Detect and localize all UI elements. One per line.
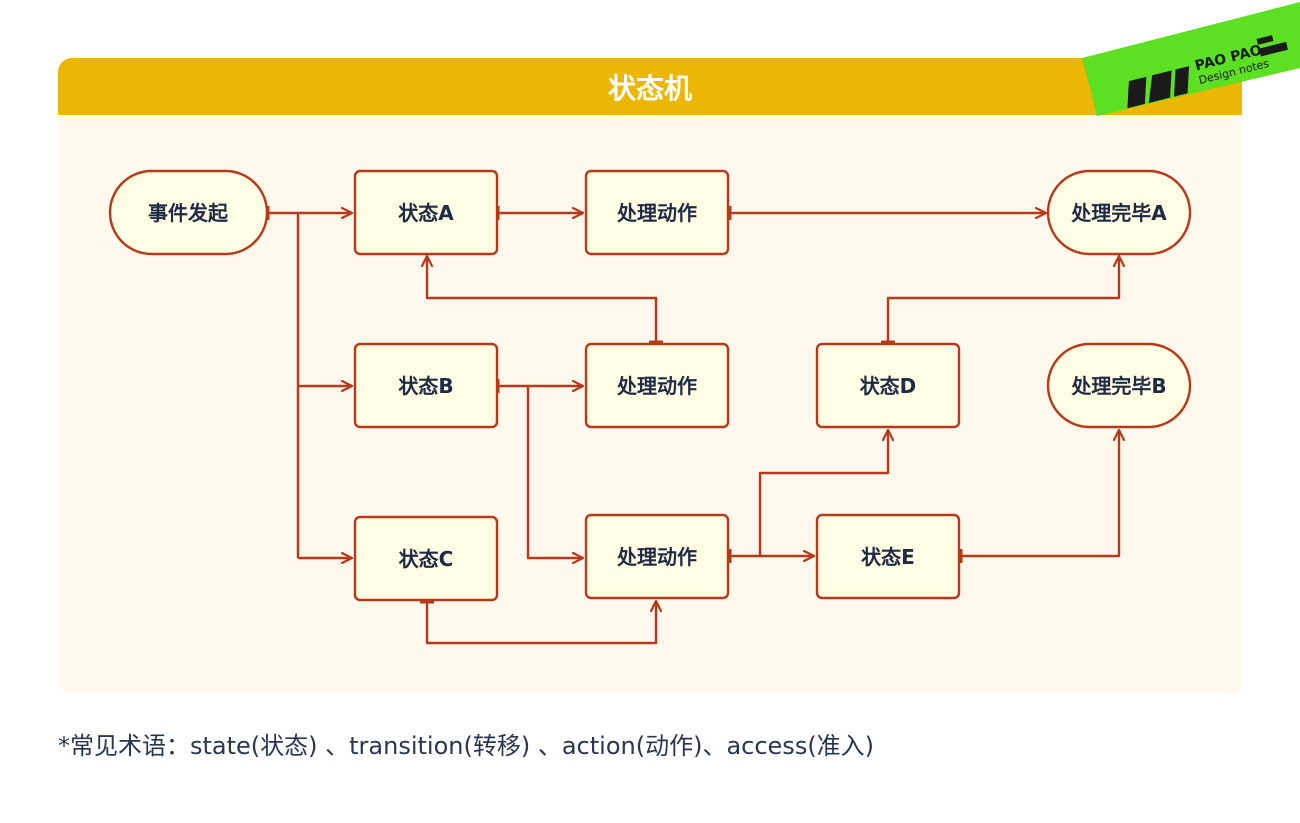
edge-stateB-to-action3 (526, 386, 583, 558)
edge-action3-to-stateD (758, 430, 888, 556)
node-stateD (815, 342, 961, 429)
label-stateE: 状态E (861, 545, 915, 569)
node-start (108, 169, 269, 256)
node-action1 (584, 169, 730, 256)
node-action3 (584, 513, 730, 600)
edge-action2-to-stateA (427, 256, 658, 342)
edge-stateD-to-endA (886, 256, 1119, 342)
node-endB (1046, 342, 1192, 429)
label-endB: 处理完毕B (1070, 374, 1166, 398)
label-stateB: 状态B (398, 374, 453, 398)
node-stateB (353, 342, 499, 429)
label-action2: 处理动作 (616, 374, 697, 398)
label-stateC: 状态C (399, 547, 454, 571)
label-stateA: 状态A (398, 201, 454, 225)
label-action1: 处理动作 (616, 201, 697, 225)
node-stateC (353, 515, 499, 602)
label-action3: 处理动作 (616, 545, 697, 569)
label-endA: 处理完毕A (1070, 201, 1167, 225)
terms-footnote: *常见术语：state(状态) 、transition(转移) 、action(… (58, 732, 875, 760)
connectors (268, 213, 1119, 645)
node-stateA (353, 169, 499, 256)
label-start: 事件发起 (148, 201, 229, 225)
node-stateE (815, 513, 961, 600)
node-endA (1046, 169, 1192, 256)
diagram-title: 状态机 (58, 58, 1242, 115)
node-action2 (584, 342, 730, 429)
edge-stateC-to-action3 (425, 601, 656, 645)
edge-stateE-to-endB (961, 430, 1119, 558)
label-stateD: 状态D (860, 374, 917, 398)
